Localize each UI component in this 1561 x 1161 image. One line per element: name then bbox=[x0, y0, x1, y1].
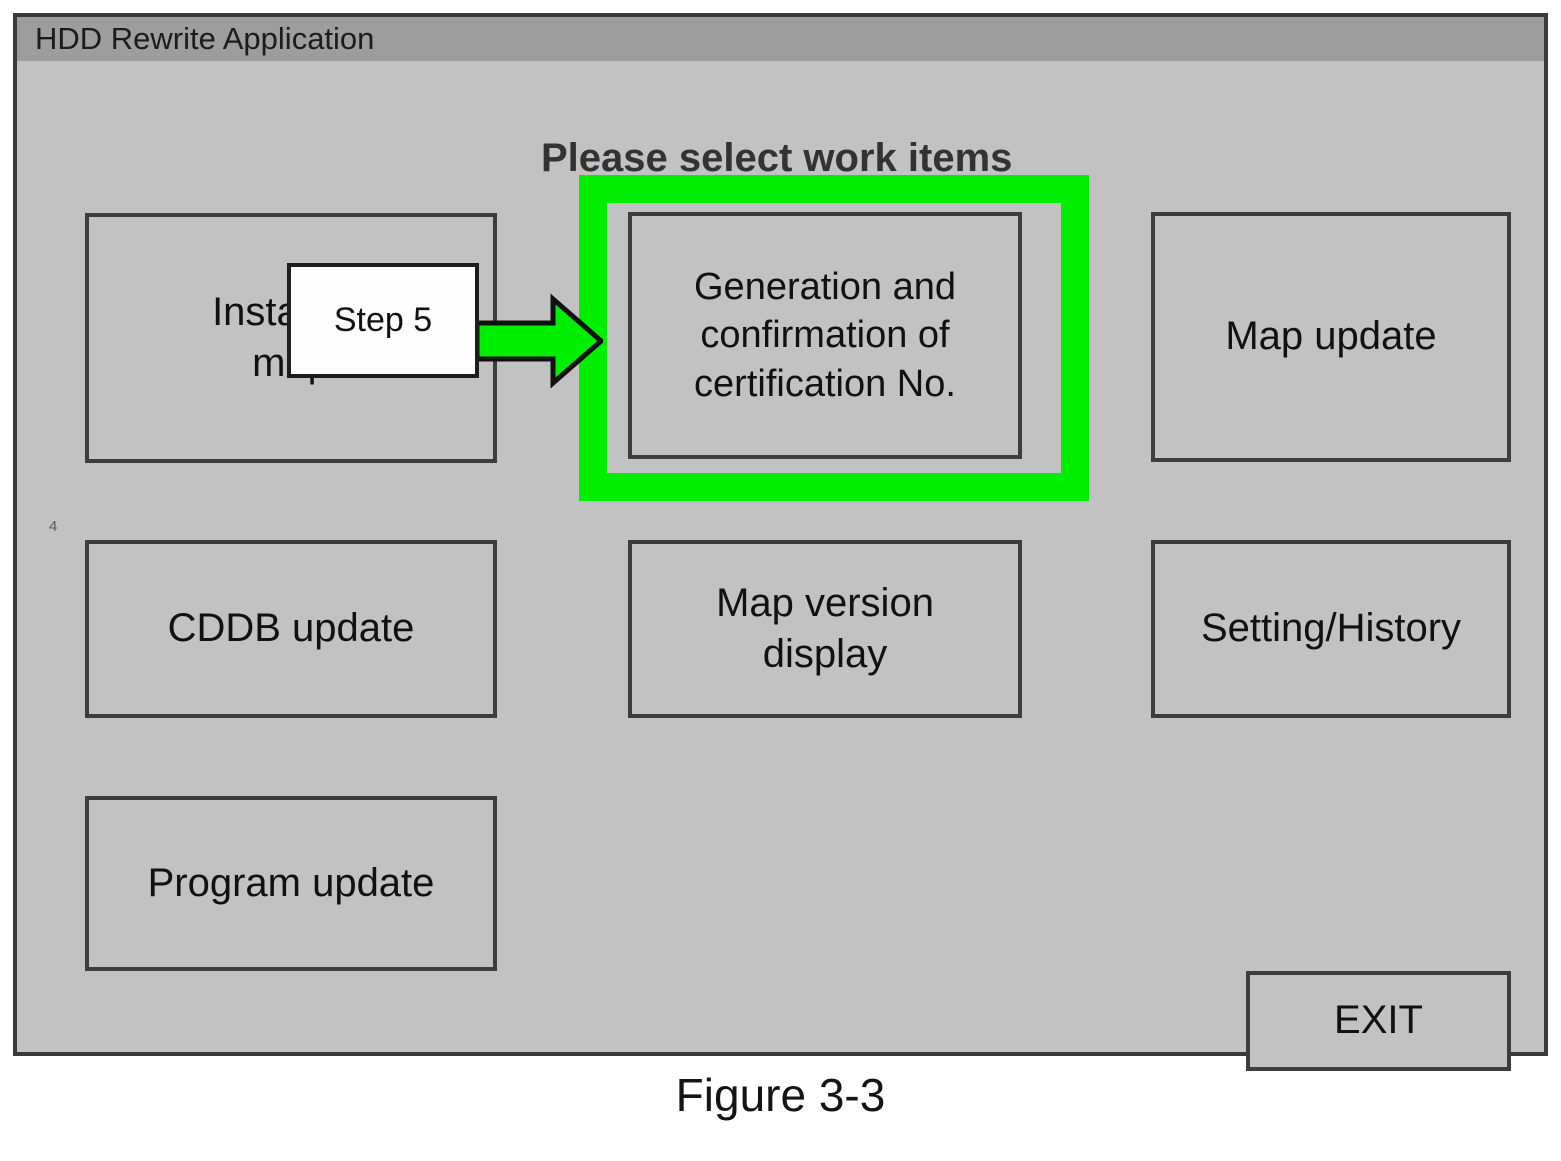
button-map-version-display[interactable]: Map version display bbox=[628, 540, 1022, 718]
button-setting-history[interactable]: Setting/History bbox=[1151, 540, 1511, 718]
button-program-update[interactable]: Program update bbox=[85, 796, 497, 971]
window-body: Please select work items 4 Installing ma… bbox=[17, 61, 1544, 1071]
step-callout-label: Step 5 bbox=[333, 301, 433, 339]
label-line-3: certification No. bbox=[694, 362, 956, 405]
button-map-update-label: Map update bbox=[1225, 314, 1437, 359]
button-cddb-update-label: CDDB update bbox=[167, 606, 415, 651]
label-line-1: Generation and bbox=[694, 265, 956, 308]
button-generation-confirmation-certification-no[interactable]: Generation and confirmation of certifica… bbox=[628, 212, 1022, 459]
label-line-2: confirmation of bbox=[700, 314, 950, 357]
window-title: HDD Rewrite Application bbox=[35, 21, 375, 56]
button-cddb-update[interactable]: CDDB update bbox=[85, 540, 497, 718]
page-marker: 4 bbox=[49, 518, 58, 535]
button-map-update[interactable]: Map update bbox=[1151, 212, 1511, 462]
button-program-update-label: Program update bbox=[147, 860, 435, 905]
step-callout: Step 5 bbox=[287, 263, 479, 378]
label-line-2: display bbox=[762, 632, 888, 676]
button-exit[interactable]: EXIT bbox=[1246, 971, 1511, 1071]
button-certification-label: Generation and confirmation of certifica… bbox=[694, 263, 956, 409]
button-map-version-label: Map version display bbox=[716, 578, 934, 680]
title-bar: HDD Rewrite Application bbox=[17, 17, 1544, 61]
application-window: HDD Rewrite Application Please select wo… bbox=[13, 13, 1548, 1071]
button-exit-label: EXIT bbox=[1334, 998, 1423, 1043]
button-setting-history-label: Setting/History bbox=[1200, 606, 1462, 651]
step-arrow-icon bbox=[475, 293, 603, 389]
figure-caption: Figure 3-3 bbox=[675, 1069, 886, 1121]
page-title: Please select work items bbox=[541, 136, 1013, 180]
label-line-1: Map version bbox=[716, 580, 934, 625]
